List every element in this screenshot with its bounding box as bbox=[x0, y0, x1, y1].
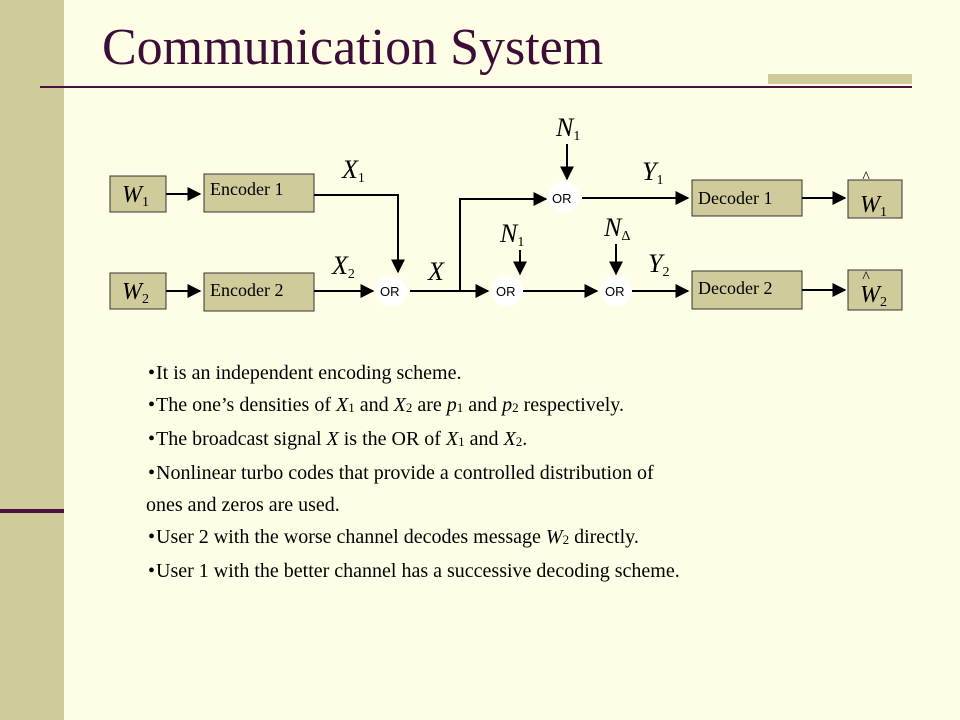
signal-x1-label: X1 bbox=[341, 155, 365, 186]
signal-y2-label: Y2 bbox=[648, 249, 669, 280]
or-node-noise-delta bbox=[600, 275, 632, 307]
communication-diagram: W1 W2 Encoder 1 Encoder 2 Decoder 1 Deco… bbox=[109, 113, 903, 312]
or-node-channel-1 bbox=[548, 181, 580, 213]
output-w2hat-label: W2 bbox=[860, 282, 887, 310]
arrow-x1-to-or bbox=[314, 194, 405, 274]
output-w1hat-box bbox=[847, 179, 903, 219]
bullet-item: •It is an independent encoding scheme. bbox=[148, 362, 462, 384]
output-w1hat-hat: ^ bbox=[862, 169, 870, 186]
output-w2hat-box bbox=[847, 269, 903, 311]
sidebar-accent-line bbox=[0, 509, 64, 513]
or-node-noise-delta-label: OR bbox=[605, 284, 625, 299]
title-rule-accent bbox=[768, 74, 912, 84]
bullet-item: •The one’s densities of X1 and X2 are p1… bbox=[148, 394, 624, 416]
or-node-noise-1-label: OR bbox=[496, 284, 516, 299]
input-w1-label: W1 bbox=[122, 182, 149, 210]
bullet-item: •User 1 with the better channel has a su… bbox=[148, 560, 680, 582]
encoder-2-label: Encoder 2 bbox=[210, 280, 283, 300]
or-node-combine bbox=[375, 275, 407, 307]
bullet-list: •It is an independent encoding scheme. •… bbox=[146, 357, 888, 587]
bullet-item: •The broadcast signal X is the OR of X1 … bbox=[148, 428, 528, 450]
arrow-x-to-or-channel1 bbox=[459, 192, 548, 291]
or-node-noise-1 bbox=[491, 275, 523, 307]
decoder-2-box bbox=[691, 270, 803, 310]
output-w1hat-label: W1 bbox=[860, 192, 887, 220]
noise-n1-top-label: N1 bbox=[555, 113, 580, 144]
output-w2hat-hat: ^ bbox=[862, 269, 870, 286]
bullet-item: •User 2 with the worse channel decodes m… bbox=[148, 526, 639, 548]
signal-y1-label: Y1 bbox=[642, 157, 663, 188]
encoder-1-label: Encoder 1 bbox=[210, 179, 283, 199]
or-node-channel-1-label: OR bbox=[552, 191, 572, 206]
noise-ndelta-label: NΔ bbox=[603, 213, 630, 244]
decoder-1-box bbox=[691, 179, 803, 217]
encoder-2-box bbox=[203, 272, 315, 312]
left-sidebar bbox=[0, 0, 64, 720]
title-rule bbox=[40, 86, 912, 88]
decoder-2-label: Decoder 2 bbox=[698, 278, 772, 298]
signal-x-label: X bbox=[427, 257, 445, 286]
bullet-item: •Nonlinear turbo codes that provide a co… bbox=[146, 462, 654, 516]
input-w2-label: W2 bbox=[122, 279, 149, 307]
slide-title: Communication System bbox=[102, 19, 604, 76]
or-node-combine-label: OR bbox=[380, 284, 400, 299]
signal-x2-label: X2 bbox=[331, 251, 355, 282]
noise-n1-mid-label: N1 bbox=[499, 219, 524, 250]
encoder-1-box bbox=[203, 173, 315, 213]
decoder-1-label: Decoder 1 bbox=[698, 188, 772, 208]
